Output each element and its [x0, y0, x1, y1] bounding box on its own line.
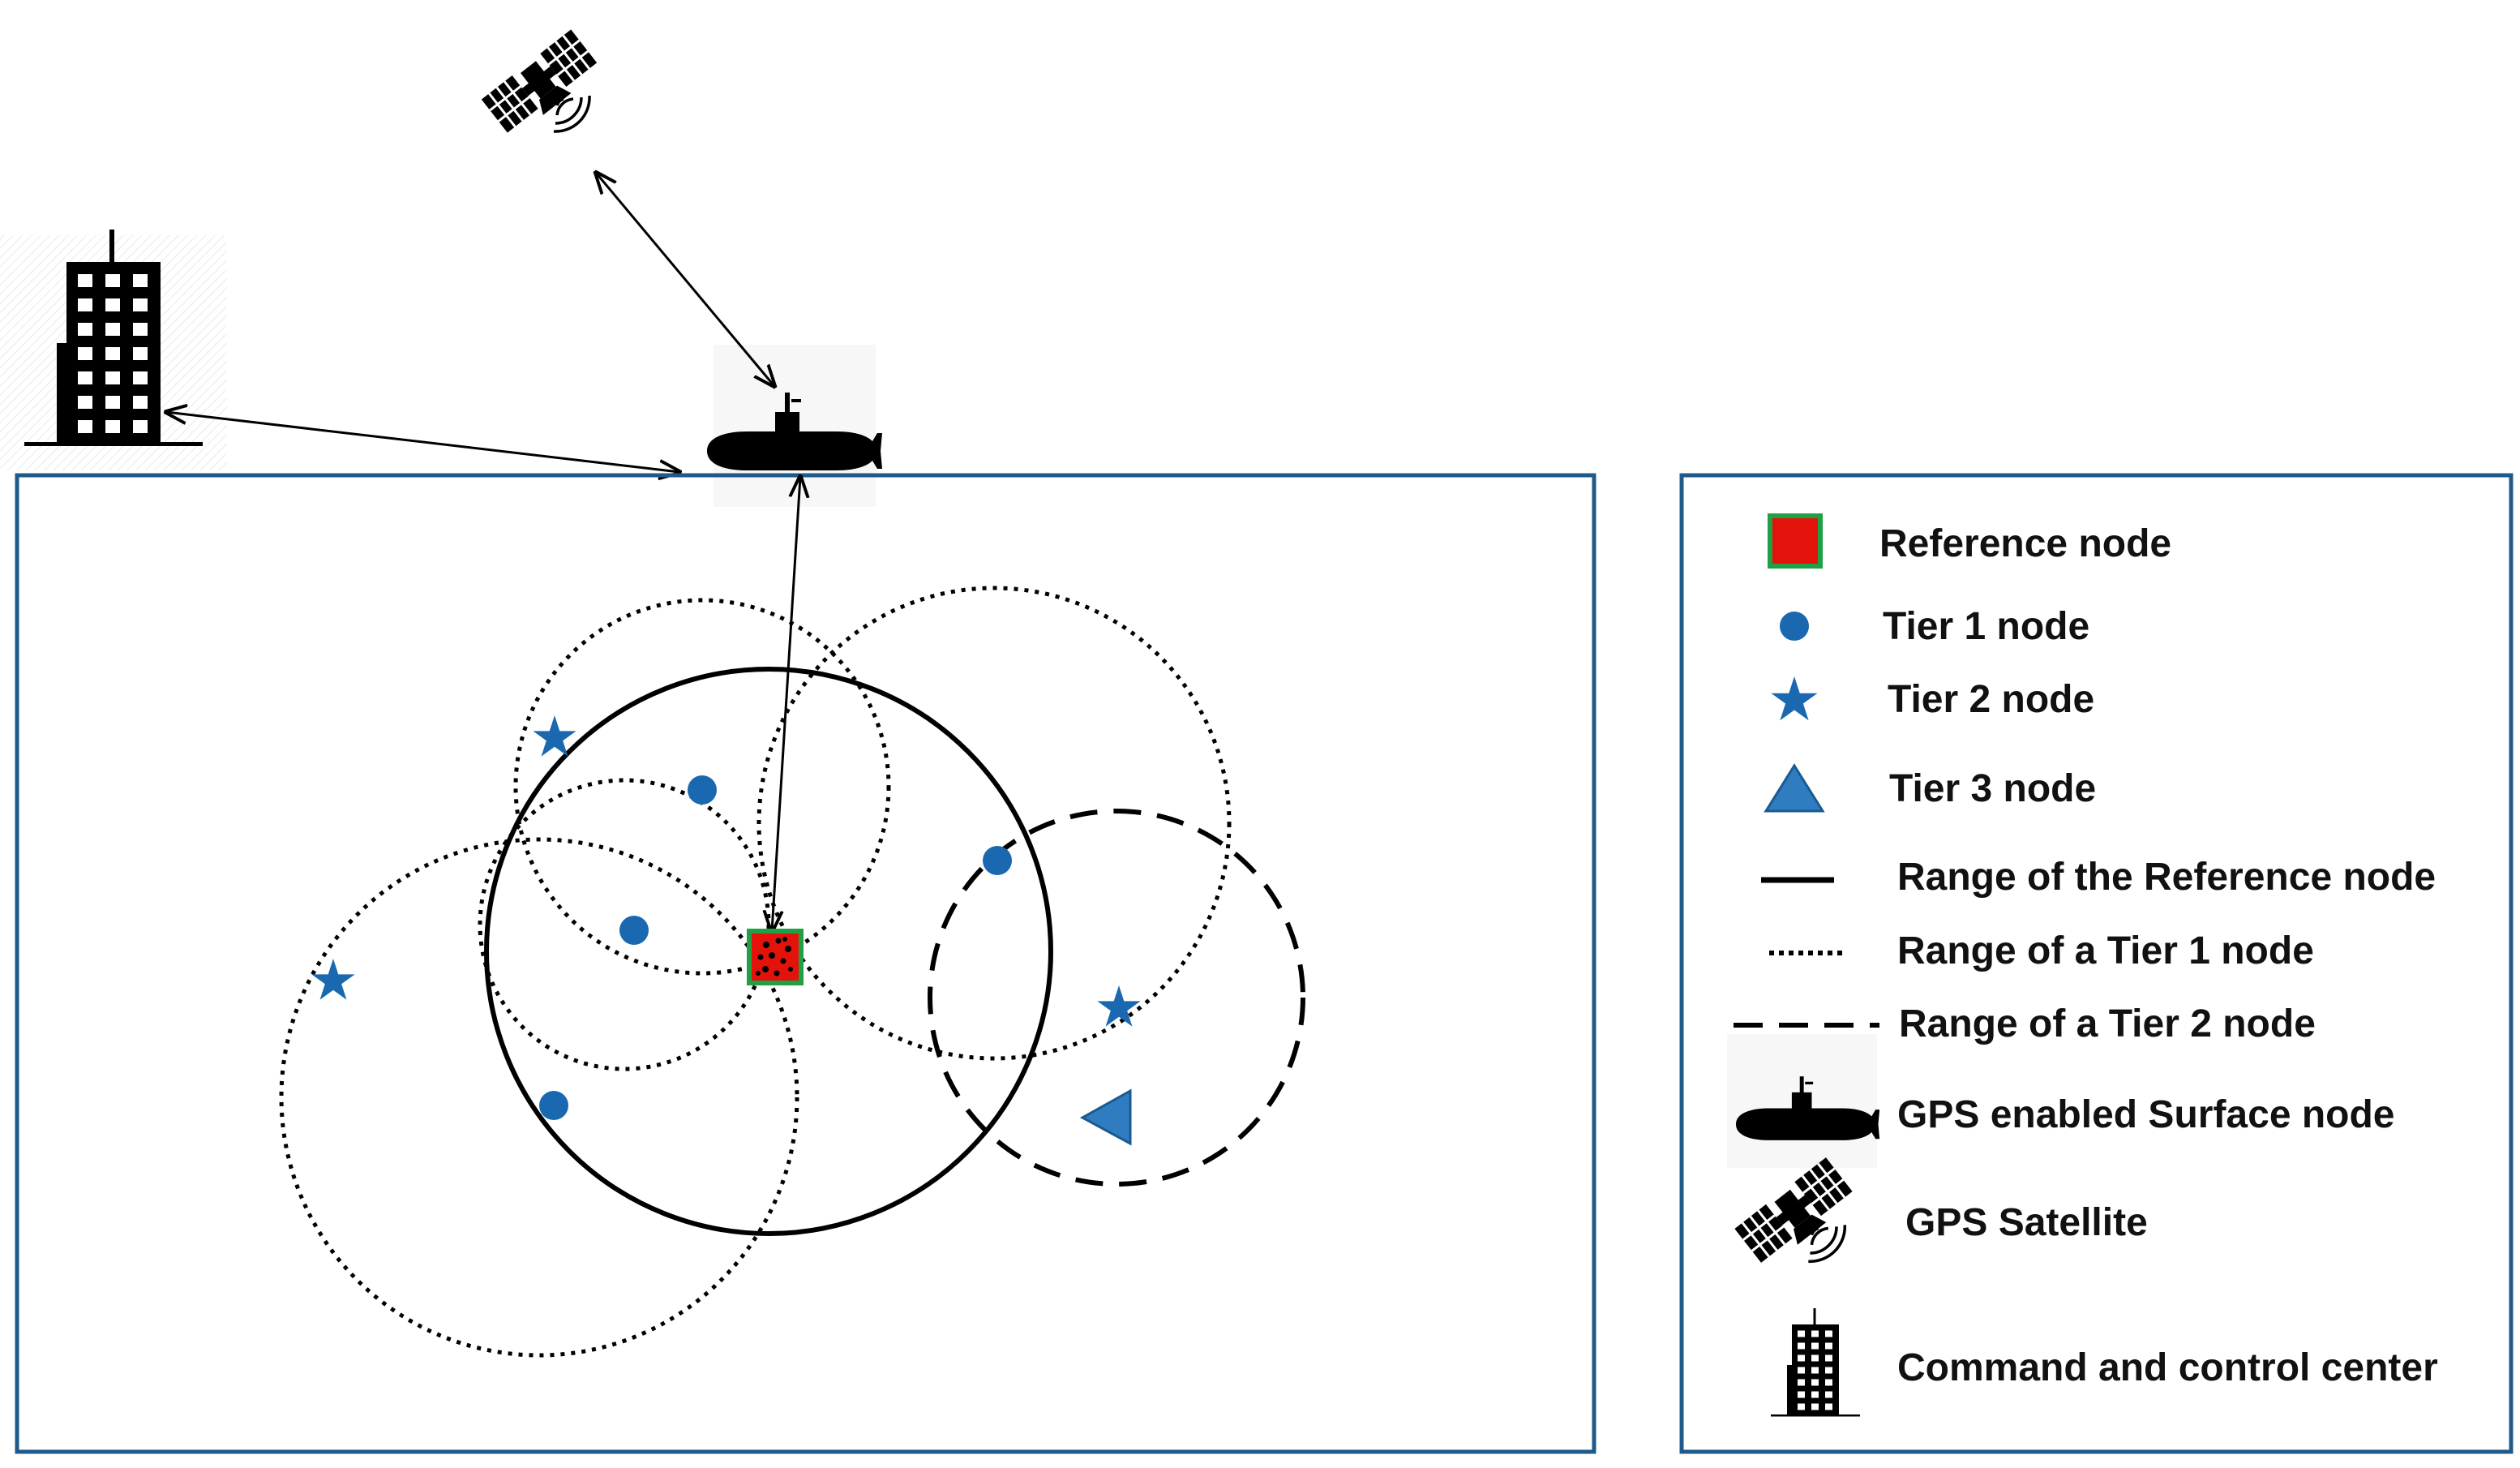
- range-tier1-node-d: [279, 837, 799, 1358]
- legend-label-gps-satellite: GPS Satellite: [1905, 1201, 2148, 1244]
- legend-reference-symbol: [1768, 513, 1823, 569]
- legend-label-tier2-range: Range of a Tier 2 node: [1899, 1002, 2316, 1045]
- satellite-icon: [480, 28, 604, 141]
- legend-tier2-symbol: [1771, 676, 1818, 721]
- range-tier1-node-a: [513, 598, 891, 976]
- tier1-node: [983, 846, 1012, 875]
- legend-label-tier1-node: Tier 1 node: [1883, 605, 2089, 648]
- range-tier1-node-b: [756, 586, 1232, 1061]
- range-tier2-node: [928, 809, 1305, 1187]
- tier1-node: [688, 775, 717, 805]
- building-icon: [1771, 1308, 1860, 1417]
- legend: Reference node Tier 1 node Tier 2 node T…: [1679, 473, 2514, 1454]
- submarine-icon: [707, 345, 882, 507]
- legend-label-tier1-range: Range of a Tier 1 node: [1897, 929, 2314, 972]
- water-region-frame: [15, 473, 1596, 1454]
- satellite-icon: [1733, 1156, 1859, 1271]
- tier2-node: [1097, 985, 1141, 1027]
- submarine-icon: [1727, 1034, 1880, 1168]
- reference-node: [747, 929, 804, 985]
- legend-label-surface-node: GPS enabled Surface node: [1897, 1093, 2395, 1136]
- network-nodes: [311, 715, 1141, 1146]
- legend-label-reference-node: Reference node: [1879, 522, 2171, 565]
- tier1-node: [539, 1091, 568, 1120]
- legend-label-tier3-node: Tier 3 node: [1889, 767, 2096, 810]
- tier3-node: [1079, 1088, 1132, 1146]
- legend-tier3-symbol: [1764, 763, 1825, 813]
- legend-label-command-center: Command and control center: [1897, 1346, 2438, 1389]
- legend-label-tier2-node: Tier 2 node: [1888, 678, 2094, 721]
- legend-label-reference-range: Range of the Reference node: [1897, 856, 2436, 899]
- tier1-node: [619, 916, 649, 945]
- legend-tier1-symbol: [1780, 612, 1809, 641]
- legend-frame: [1679, 473, 2514, 1454]
- building-icon: [0, 230, 227, 470]
- link-surface-reference: [772, 477, 800, 931]
- link-command-surface: [166, 412, 679, 472]
- surface-scene: [0, 28, 882, 507]
- link-satellite-surface: [596, 173, 774, 386]
